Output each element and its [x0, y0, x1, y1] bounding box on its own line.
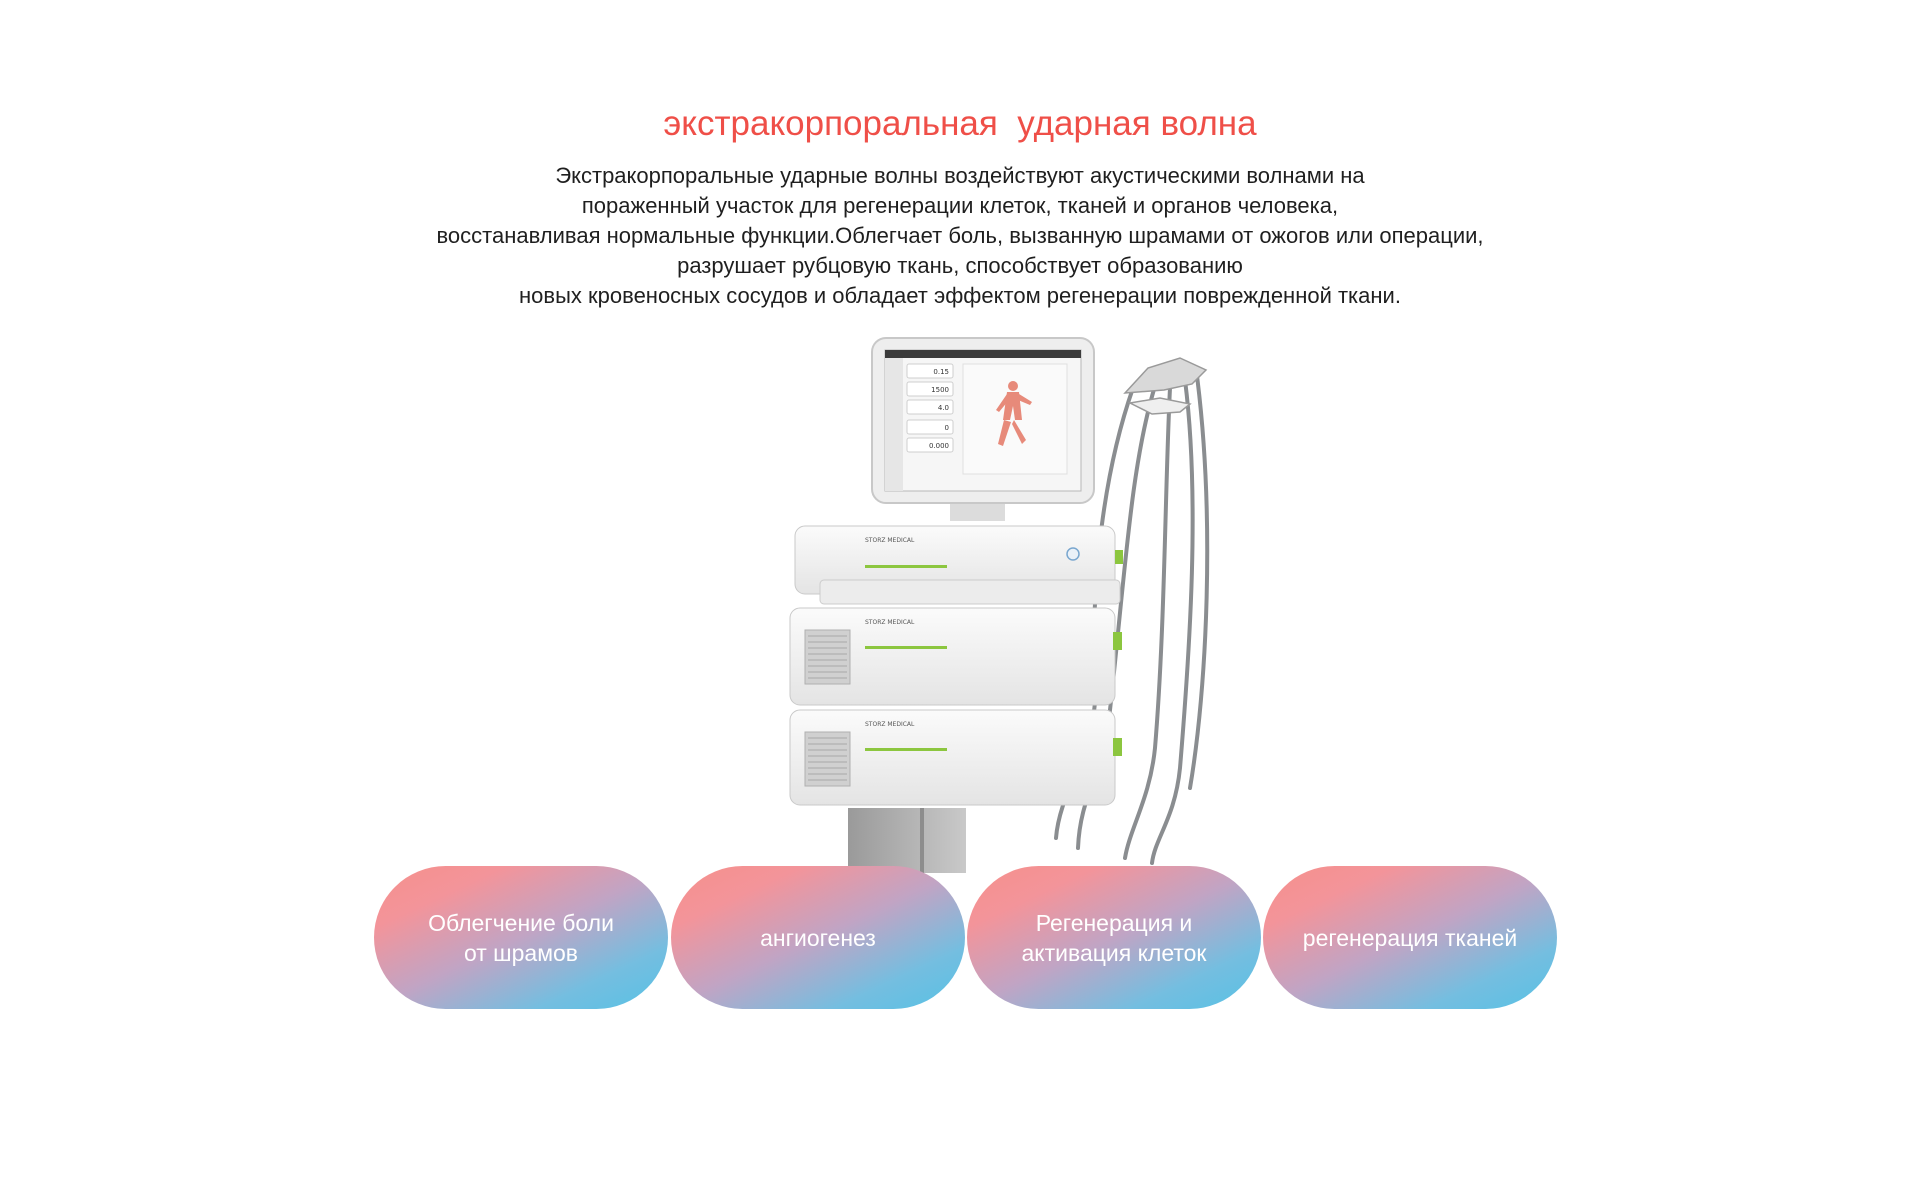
handpiece-holder: [1123, 357, 1208, 415]
description-line: пораженный участок для регенерации клето…: [581, 193, 1339, 218]
device-module-3: [789, 709, 1116, 806]
benefit-pill-cell-regeneration: Регенерация и активация клеток: [967, 866, 1261, 1009]
vent-grille: [804, 731, 851, 787]
screen-value: 1500: [931, 386, 949, 394]
benefit-label: Облегчение боли: [428, 909, 614, 936]
benefit-label: Регенерация и: [1035, 909, 1193, 936]
anatomy-figure: [996, 381, 1032, 446]
description-text: Экстракорпоральные ударные волны воздейс…: [0, 161, 1920, 311]
benefit-pill-angiogenesis: ангиогенез: [671, 866, 965, 1009]
benefit-label: ангиогенез: [760, 924, 876, 951]
screen-value: 0.000: [929, 442, 949, 450]
stand-column: [848, 808, 966, 873]
screen-value: 0: [945, 424, 949, 432]
screen-value: 0.15: [933, 368, 949, 376]
description-line: разрушает рубцовую ткань, способствует о…: [677, 253, 1243, 278]
module-brand-label: STORZ MEDICAL: [865, 721, 915, 728]
screen-value: 4.0: [938, 404, 949, 412]
benefit-label: от шрамов: [463, 939, 579, 966]
benefit-pill-scar-pain: Облегчение боли от шрамов: [374, 866, 668, 1009]
description-line: восстанавливая нормальные функции.Облегч…: [436, 223, 1484, 248]
benefit-pill-tissue-regeneration: регенерация тканей: [1263, 866, 1557, 1009]
vent-grille: [804, 629, 851, 685]
device-module-2: [789, 607, 1116, 706]
shockwave-device-image: 0.15 1500 4.0 0 0.000 STORZ MEDICAL STOR…: [789, 337, 1210, 873]
benefit-label: активация клеток: [1021, 939, 1207, 966]
description-line: новых кровеносных сосудов и обладает эфф…: [519, 283, 1401, 308]
module-brand-label: STORZ MEDICAL: [865, 537, 915, 544]
power-button-icon: [1066, 547, 1080, 561]
page-title: экстракорпоральная ударная волна: [663, 104, 1257, 143]
description-line: Экстракорпоральные ударные волны воздейс…: [555, 163, 1365, 188]
benefit-label: регенерация тканей: [1302, 924, 1518, 951]
module-brand-label: STORZ MEDICAL: [865, 619, 915, 626]
